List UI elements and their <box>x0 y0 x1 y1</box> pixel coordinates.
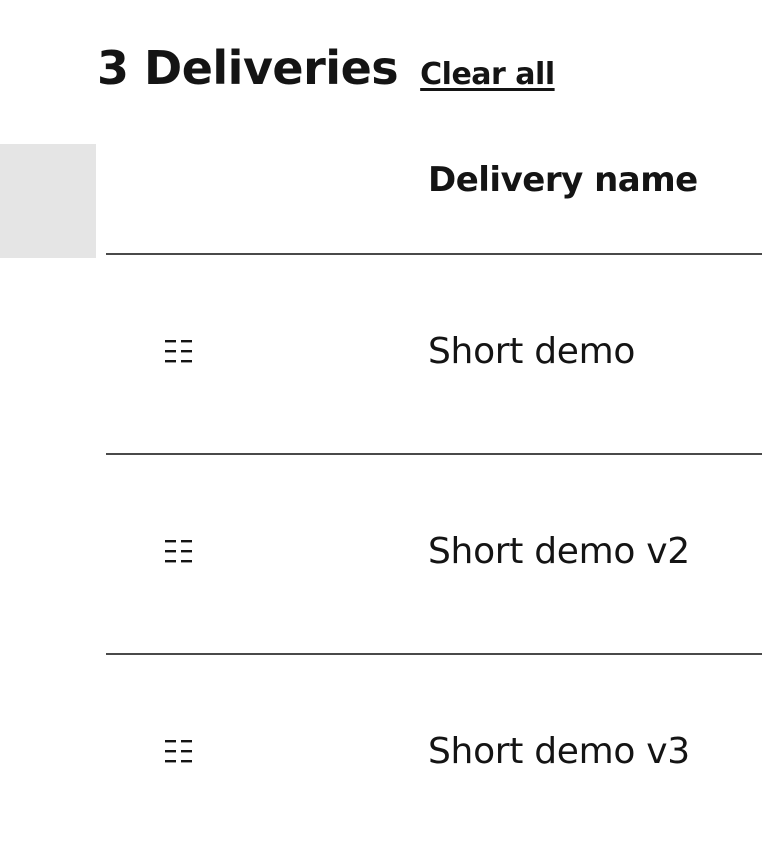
table-row[interactable]: Short demo v2 <box>106 455 762 655</box>
table-row[interactable]: Short demo <box>106 255 762 455</box>
column-header-delivery-name: Delivery name <box>428 160 698 200</box>
page-title: 3 Deliveries <box>97 41 399 95</box>
delivery-name: Short demo <box>428 331 636 372</box>
delivery-name: Short demo v2 <box>428 531 690 572</box>
table-row[interactable]: Short demo v3 <box>106 655 762 853</box>
delivery-name: Short demo v3 <box>428 731 690 772</box>
drag-handle-icon[interactable] <box>165 540 192 563</box>
table-header: Delivery name <box>106 144 762 255</box>
clear-all-link[interactable]: Clear all <box>420 57 555 92</box>
drag-handle-icon[interactable] <box>165 340 192 363</box>
page-header: 3 Deliveries Clear all <box>97 38 555 98</box>
drag-handle-icon[interactable] <box>165 740 192 763</box>
thumbnail-placeholder <box>0 144 96 258</box>
deliveries-table: Delivery name Short demo Sho <box>106 144 762 853</box>
